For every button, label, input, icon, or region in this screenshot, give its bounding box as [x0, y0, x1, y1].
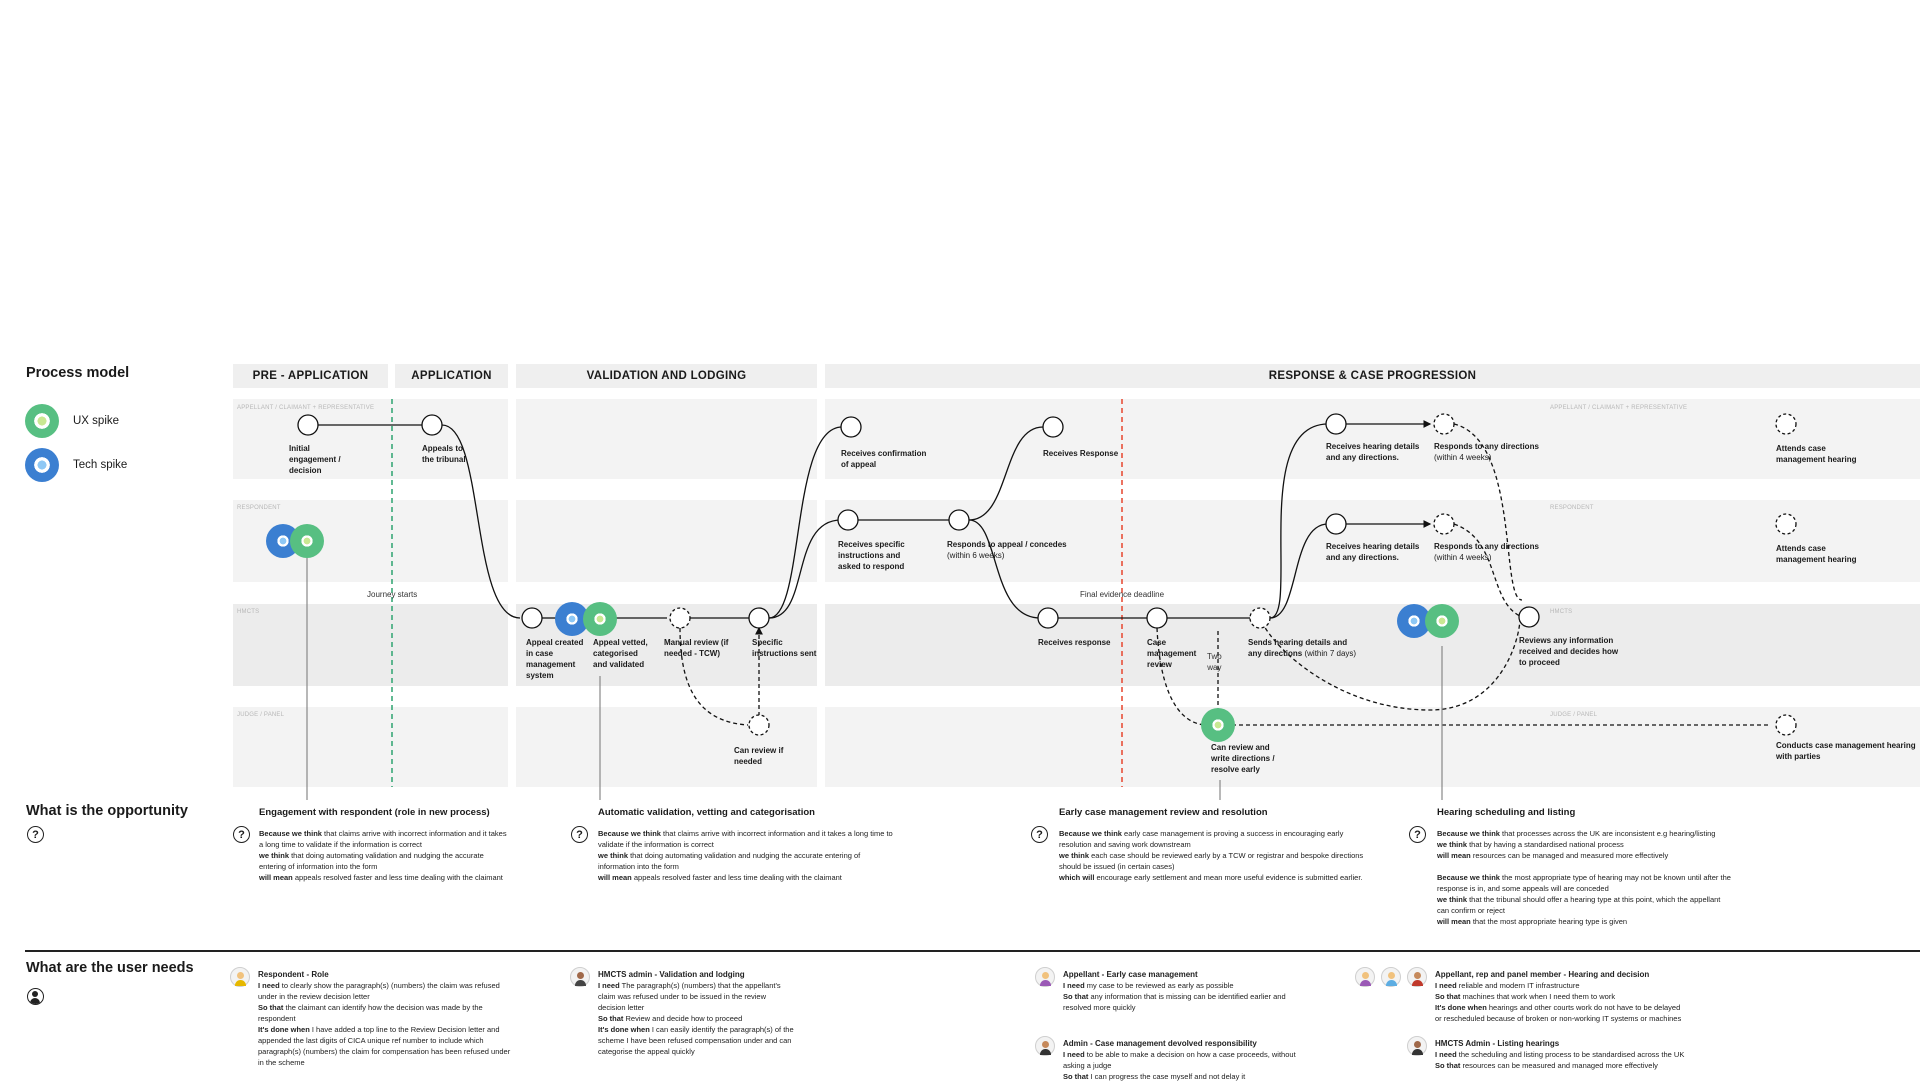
avatar-appellant: [1035, 967, 1055, 987]
need-hmcts-validation: HMCTS admin - Validation and lodging I n…: [598, 970, 794, 1056]
question-icon: ?: [571, 826, 588, 843]
user-icon: [27, 988, 44, 1005]
lane-respondent-right: RESPONDENT: [1550, 505, 1594, 511]
legend-ux-label: UX spike: [73, 415, 120, 427]
question-icon: ?: [27, 826, 44, 843]
node-responds-directions-respondent: Responds to any directions(within 4 week…: [1434, 542, 1539, 562]
phase-application: APPLICATION: [395, 364, 508, 388]
process-diagram: [233, 399, 1920, 800]
avatar-appellant-group-3: [1407, 967, 1427, 987]
legend-ux: UX spike: [25, 404, 119, 438]
avatar-appellant-group-2: [1381, 967, 1401, 987]
section-divider: [25, 950, 1920, 952]
question-icon: ?: [233, 826, 250, 843]
spike-markers: [266, 524, 1459, 742]
opportunity-title-1: Engagement with respondent (role in new …: [259, 807, 490, 818]
ux-spike-icon: [25, 404, 59, 438]
opportunity-text-3: Because we think early case management i…: [1059, 829, 1364, 882]
user-needs-heading: What are the user needs: [26, 960, 194, 976]
opportunity-title-4: Hearing scheduling and listing: [1437, 807, 1576, 818]
legend-tech: Tech spike: [25, 448, 127, 482]
final-evidence-label: Final evidence deadline: [1080, 590, 1165, 599]
tech-spike-icon: [25, 448, 59, 482]
phase-validation: VALIDATION AND LODGING: [516, 364, 817, 388]
node-responds-directions-appellant: Responds to any directions(within 4 week…: [1434, 442, 1539, 462]
need-respondent-role: Respondent - Role I need to clearly show…: [258, 970, 511, 1067]
avatar-appellant-group-1: [1355, 967, 1375, 987]
lane-appellant-right: APPELLANT / CLAIMANT + REPRESENTATIVE: [1550, 405, 1688, 411]
node-responds-to-appeal: Responds to appeal / concedes(within 6 w…: [947, 540, 1067, 560]
step-circles: [297, 413, 1540, 629]
solid-connectors: [318, 420, 1432, 619]
lane-judge: JUDGE / PANEL: [237, 712, 285, 718]
question-icon: ?: [1409, 826, 1426, 843]
phase-pre-application: PRE - APPLICATION: [233, 364, 388, 388]
need-appellant-early-case: Appellant - Early case management I need…: [1063, 970, 1286, 1012]
lane-respondent: RESPONDENT: [237, 505, 281, 511]
swimlanes: [233, 399, 1920, 787]
node-receives-response-appellant: Receives Response: [1043, 449, 1119, 458]
opportunity-text-1: Because we think that claims arrive with…: [259, 829, 507, 882]
journey-starts-label: Journey starts: [367, 590, 418, 599]
avatar-hmcts-listing: [1407, 1036, 1427, 1056]
need-hearing-and-decision: Appellant, rep and panel member - Hearin…: [1435, 970, 1682, 1023]
opportunity-text-4: Because we think that processes across t…: [1437, 829, 1731, 926]
optional-step-circles: [669, 413, 1797, 736]
avatar-respondent: [230, 967, 250, 987]
opportunity-text-2: Because we think that claims arrive with…: [598, 829, 893, 882]
lane-hmcts-right: HMCTS: [1550, 609, 1573, 615]
dashed-connectors: [679, 423, 1770, 726]
lane-appellant: APPELLANT / CLAIMANT + REPRESENTATIVE: [237, 405, 375, 411]
phase-response: RESPONSE & CASE PROGRESSION: [825, 364, 1920, 388]
opportunity-pointers: [306, 558, 1443, 800]
need-admin-devolved: Admin - Case management devolved respons…: [1063, 1039, 1296, 1081]
lane-judge-right: JUDGE / PANEL: [1550, 712, 1598, 718]
avatar-admin: [1035, 1036, 1055, 1056]
opportunity-heading: What is the opportunity: [26, 803, 188, 819]
avatar-hmcts-admin: [570, 967, 590, 987]
process-model-heading: Process model: [26, 365, 130, 381]
question-icon: ?: [1031, 826, 1048, 843]
opportunity-title-2: Automatic validation, vetting and catego…: [598, 807, 815, 818]
need-hmcts-listing: HMCTS Admin - Listing hearings I need th…: [1435, 1039, 1685, 1070]
node-receives-response-hmcts: Receives response: [1038, 638, 1111, 647]
lane-hmcts: HMCTS: [237, 609, 260, 615]
opportunity-title-3: Early case management review and resolut…: [1059, 807, 1268, 818]
legend-tech-label: Tech spike: [73, 459, 128, 471]
